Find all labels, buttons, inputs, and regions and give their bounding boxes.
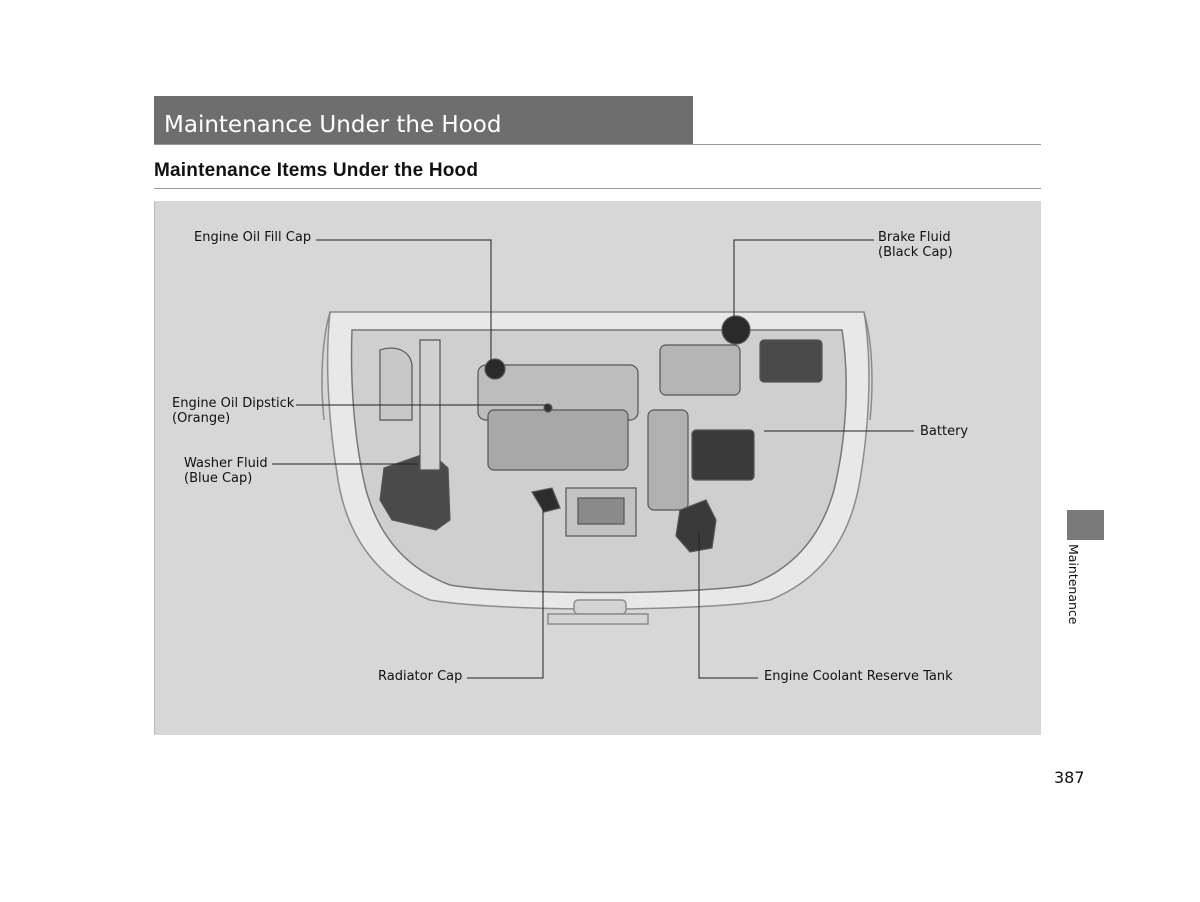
- leader-oil-fill-cap: [316, 239, 492, 365]
- callout-engine-oil-dipstick-line2: (Orange): [172, 411, 231, 426]
- chapter-tab-label: Maintenance: [1066, 544, 1081, 625]
- callout-engine-coolant-reserve-tank: Engine Coolant Reserve Tank: [764, 669, 953, 684]
- oil-fill-cap-mark: [484, 358, 506, 380]
- leader-lines: [272, 239, 914, 679]
- callout-engine-oil-fill-cap: Engine Oil Fill Cap: [194, 230, 312, 245]
- brake-fluid-cap-mark: [721, 315, 751, 345]
- callout-brake-fluid-line2: (Black Cap): [878, 245, 953, 260]
- page-number: 387: [1054, 768, 1085, 787]
- leader-coolant-tank: [698, 532, 758, 679]
- callout-washer-fluid-line2: (Blue Cap): [184, 471, 253, 486]
- coolant-tank-mark: [675, 499, 717, 553]
- leader-brake-fluid: [733, 239, 874, 322]
- callout-engine-oil-dipstick-line1: Engine Oil Dipstick: [172, 396, 295, 411]
- callout-washer-fluid-line1: Washer Fluid: [184, 456, 268, 471]
- callout-washer-fluid: Washer Fluid (Blue Cap): [184, 456, 268, 486]
- callout-radiator-cap: Radiator Cap: [378, 669, 463, 684]
- chapter-tab: [1067, 510, 1104, 540]
- subsection-title: Maintenance Items Under the Hood: [154, 160, 479, 181]
- engine-block-illustration: [379, 315, 823, 553]
- callout-brake-fluid: Brake Fluid (Black Cap): [878, 230, 953, 260]
- callout-battery: Battery: [920, 424, 969, 439]
- subsection-divider: [154, 188, 1041, 189]
- leader-radiator-cap: [467, 505, 544, 679]
- callout-brake-fluid-line1: Brake Fluid: [878, 230, 951, 245]
- callout-engine-oil-dipstick: Engine Oil Dipstick (Orange): [172, 396, 294, 426]
- battery-mark: [691, 429, 755, 481]
- title-divider: [154, 144, 1041, 145]
- section-title: Maintenance Under the Hood: [154, 96, 693, 144]
- radiator-cap-mark: [531, 487, 561, 513]
